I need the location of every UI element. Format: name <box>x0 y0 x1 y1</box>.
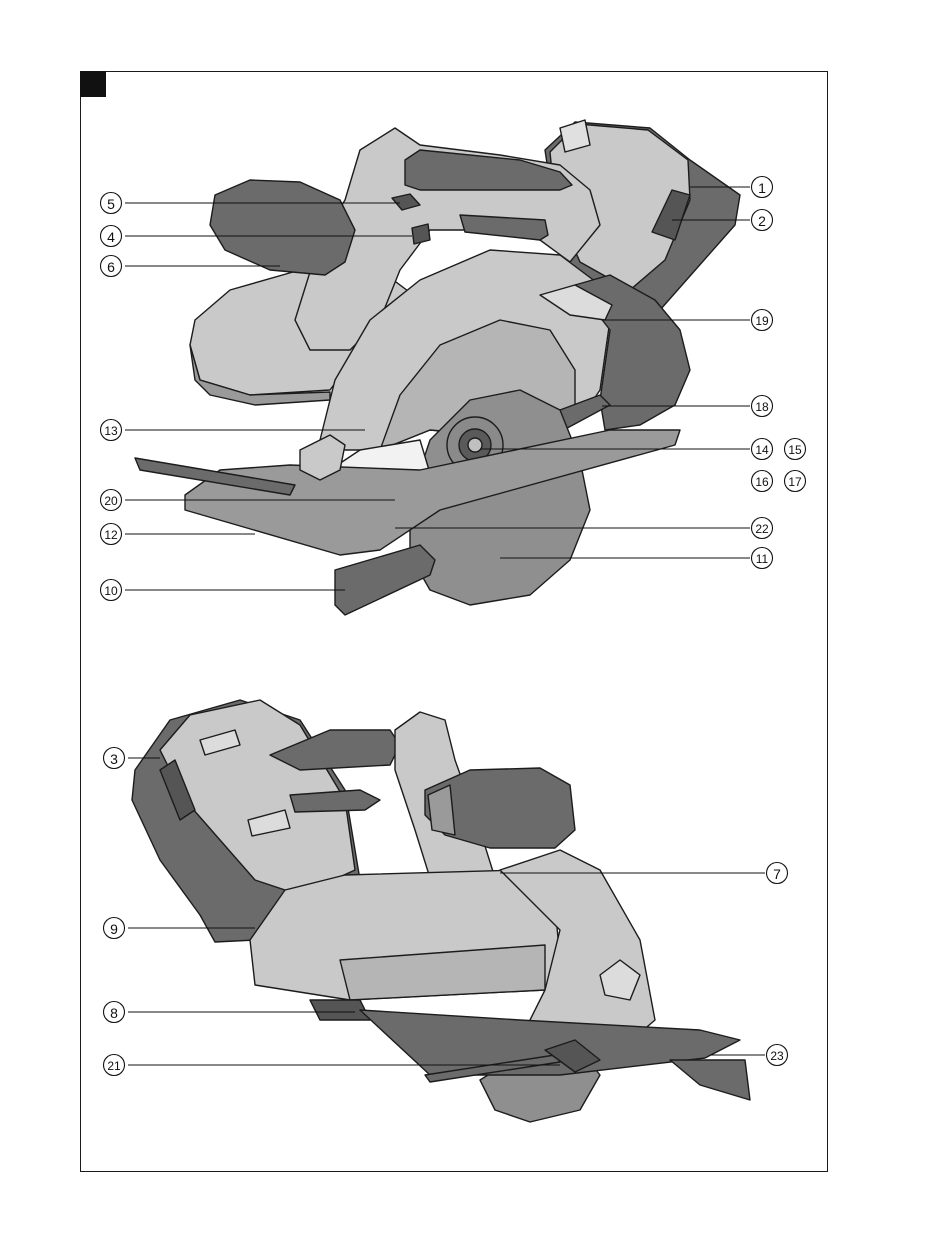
svg-text:2: 2 <box>758 213 766 229</box>
motor-housing-bottom <box>250 870 560 1020</box>
svg-text:14: 14 <box>755 443 769 457</box>
svg-text:13: 13 <box>104 424 118 438</box>
callout-6: 6 <box>101 256 122 277</box>
svg-text:8: 8 <box>110 1005 118 1021</box>
svg-text:17: 17 <box>788 475 802 489</box>
callout-3: 3 <box>104 748 125 769</box>
svg-text:15: 15 <box>788 443 802 457</box>
svg-text:4: 4 <box>107 229 115 245</box>
top-saw <box>135 120 740 615</box>
callout-13: 13 <box>101 420 122 441</box>
callout-14: 14 <box>752 439 773 460</box>
callout-4: 4 <box>101 226 122 247</box>
svg-text:1: 1 <box>758 180 766 196</box>
svg-text:11: 11 <box>756 552 769 566</box>
front-knob <box>210 180 355 275</box>
svg-text:20: 20 <box>104 494 118 508</box>
callout-7: 7 <box>767 863 788 884</box>
svg-text:6: 6 <box>107 259 115 275</box>
callout-9: 9 <box>104 918 125 939</box>
svg-text:12: 12 <box>104 528 118 542</box>
callout-22: 22 <box>752 518 773 539</box>
svg-text:18: 18 <box>755 400 769 414</box>
callout-20: 20 <box>101 490 122 511</box>
callout-19: 19 <box>752 310 773 331</box>
callout-11: 11 <box>752 548 773 569</box>
svg-text:5: 5 <box>107 196 115 212</box>
bottom-saw <box>132 700 750 1122</box>
callout-2: 2 <box>752 210 773 231</box>
svg-text:19: 19 <box>755 314 769 328</box>
svg-text:23: 23 <box>770 1049 784 1063</box>
callout-8: 8 <box>104 1002 125 1023</box>
callout-5: 5 <box>101 193 122 214</box>
svg-text:7: 7 <box>773 866 781 882</box>
svg-text:22: 22 <box>755 522 769 536</box>
callout-17: 17 <box>785 471 806 492</box>
callout-23: 23 <box>767 1045 788 1066</box>
svg-text:9: 9 <box>110 921 118 937</box>
callout-1: 1 <box>752 177 773 198</box>
callout-21: 21 <box>104 1055 125 1076</box>
front-knob-bottom <box>425 768 575 848</box>
callout-12: 12 <box>101 524 122 545</box>
svg-text:16: 16 <box>755 475 769 489</box>
svg-text:3: 3 <box>110 751 118 767</box>
callout-15: 15 <box>785 439 806 460</box>
svg-text:10: 10 <box>104 584 118 598</box>
callout-16: 16 <box>752 471 773 492</box>
callout-10: 10 <box>101 580 122 601</box>
svg-text:21: 21 <box>107 1059 121 1073</box>
callout-18: 18 <box>752 396 773 417</box>
